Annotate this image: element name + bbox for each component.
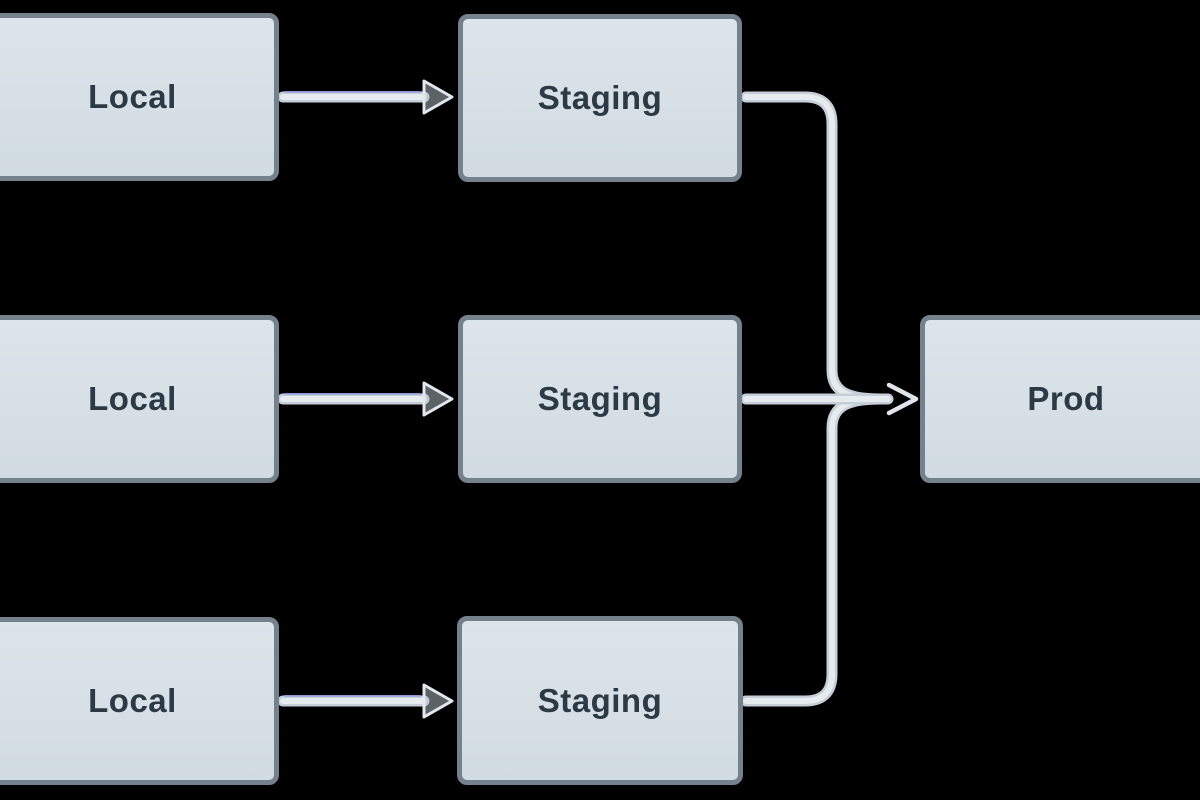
node-local-middle: Local [0, 315, 279, 483]
node-label: Staging [537, 681, 663, 719]
node-local-bottom: Local [0, 617, 279, 785]
node-staging-bottom: Staging [457, 616, 743, 785]
node-local-top: Local [0, 13, 279, 181]
node-label: Local [88, 78, 177, 115]
edge-local-top-to-staging-top [277, 79, 454, 115]
merged-arrowhead-icon [886, 382, 919, 416]
node-staging-top: Staging [458, 14, 742, 182]
node-label: Prod [1027, 380, 1105, 417]
node-prod: Prod [920, 315, 1200, 483]
node-label: Local [88, 380, 177, 417]
node-staging-middle: Staging [458, 315, 742, 483]
node-label: Staging [537, 380, 663, 417]
arrowhead-icon [422, 381, 454, 417]
node-label: Staging [537, 79, 663, 116]
edge-staging-bottom-to-prod [740, 393, 887, 707]
edge-local-bottom-to-staging-bottom [277, 683, 454, 719]
node-label: Local [88, 682, 177, 719]
arrowhead-icon [422, 683, 454, 719]
edge-local-middle-to-staging-middle [277, 381, 454, 417]
arrowhead-icon [422, 79, 454, 115]
edge-staging-top-to-prod [740, 91, 887, 405]
